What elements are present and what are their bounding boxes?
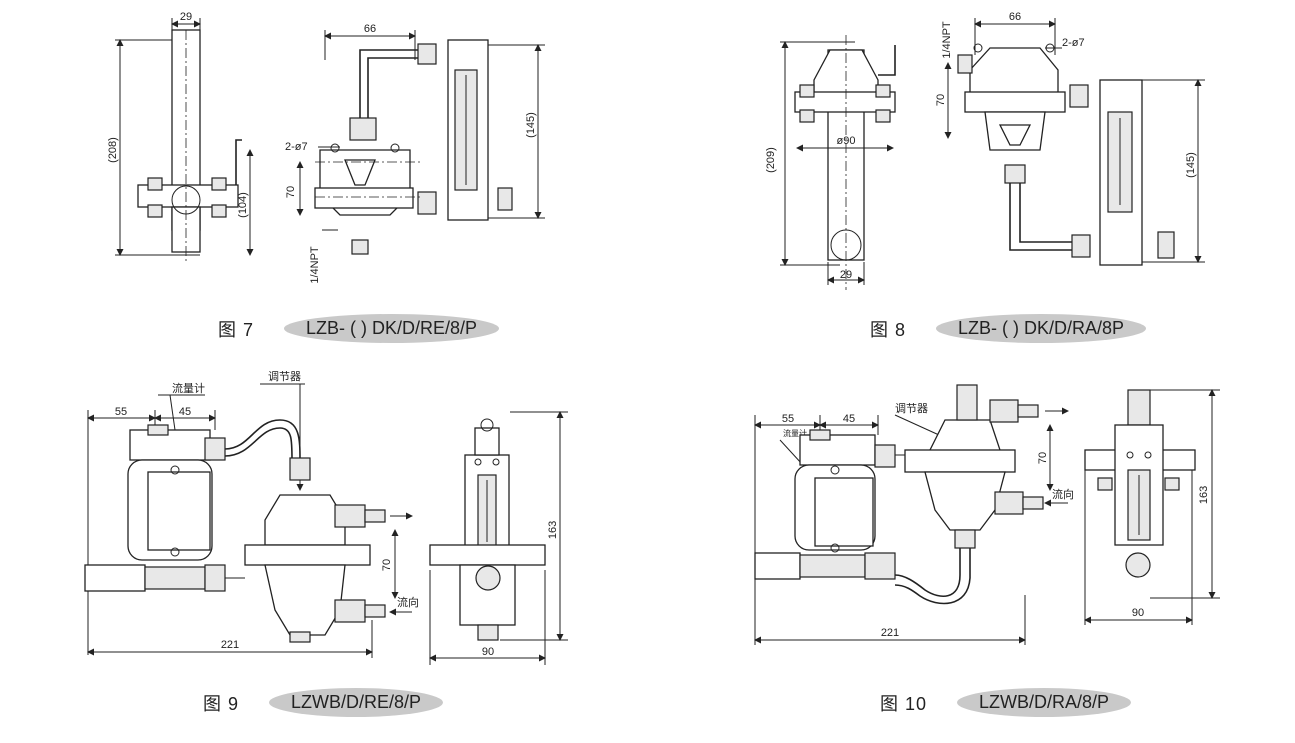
fig9-dim-a: 55 <box>115 406 127 418</box>
fig7-holes-dim: 2-ø7 <box>285 141 308 153</box>
fig7-sub-height-dim: (104) <box>237 192 249 218</box>
figure-7-caption: 图 7 LZB- ( ) DK/D/RE/8/P <box>218 314 500 343</box>
fig10-spacing-dim: 70 <box>1037 452 1049 464</box>
fig10-flowmeter-label: 流量计 <box>783 428 807 438</box>
fig9-side-width-dim: 90 <box>482 646 494 658</box>
figure-7-number: 图 7 <box>218 319 255 340</box>
figure-8-number: 图 8 <box>870 319 907 340</box>
fig7-port-dim: 1/4NPT <box>309 246 321 284</box>
fig10-total-dim: 221 <box>881 627 899 639</box>
figure-8-caption: 图 8 LZB- ( ) DK/D/RA/8P <box>870 314 1147 343</box>
figure-10-caption: 图 10 LZWB/D/RA/8/P <box>880 688 1132 717</box>
figure-9-drawing: 55 45 流量计 调节器 流向 70 <box>84 370 568 665</box>
figure-7-drawing: (208) 29 (104) 66 <box>107 11 545 284</box>
fig7-right-height-dim: (145) <box>525 112 537 138</box>
fig8-span-dim: 66 <box>1009 11 1021 23</box>
fig10-dim-b: 45 <box>843 413 855 425</box>
fig7-top-width-dim: 29 <box>180 11 192 23</box>
fig7-span-dim: 66 <box>364 23 376 35</box>
fig9-regulator-label: 调节器 <box>268 370 301 383</box>
fig8-right-height-dim: (145) <box>1185 152 1197 178</box>
fig8-spacing-dim: 70 <box>935 94 947 106</box>
figure-9-number: 图 9 <box>203 693 240 714</box>
fig9-flow-direction-label: 流向 <box>397 595 419 609</box>
fig10-side-width-dim: 90 <box>1132 607 1144 619</box>
fig9-dim-b: 45 <box>179 406 191 418</box>
fig10-height-dim: 163 <box>1198 486 1210 504</box>
fig10-dim-a: 55 <box>782 413 794 425</box>
fig8-holes-dim: 2-ø7 <box>1062 37 1085 49</box>
fig9-spacing-dim: 70 <box>381 559 393 571</box>
figure-9-model: LZWB/D/RE/8/P <box>269 688 444 717</box>
fig8-port-dim: 1/4NPT <box>941 21 953 59</box>
figure-10-drawing: 55 45 流量计 调节器 流向 70 <box>754 384 1220 645</box>
figure-8-model: LZB- ( ) DK/D/RA/8P <box>936 314 1147 343</box>
figure-10-number: 图 10 <box>880 693 928 714</box>
fig7-height-dim: (208) <box>107 137 119 163</box>
fig8-height-dim: (209) <box>765 147 777 173</box>
fig9-total-dim: 221 <box>221 639 239 651</box>
fig10-flow-direction-label: 流向 <box>1052 487 1074 501</box>
figure-10-model: LZWB/D/RA/8/P <box>957 688 1132 717</box>
fig7-spacing-dim: 70 <box>285 186 297 198</box>
fig10-regulator-label: 调节器 <box>895 402 928 415</box>
fig9-flowmeter-label: 流量计 <box>172 381 205 395</box>
figure-9-caption: 图 9 LZWB/D/RE/8/P <box>203 688 444 717</box>
fig9-height-dim: 163 <box>547 521 559 539</box>
fig8-diameter-dim: ø90 <box>837 135 856 147</box>
figure-8-drawing: (209) ø90 29 66 1/4NPT 2-ø7 70 <box>765 11 1205 290</box>
figure-7-model: LZB- ( ) DK/D/RE/8/P <box>284 314 500 343</box>
